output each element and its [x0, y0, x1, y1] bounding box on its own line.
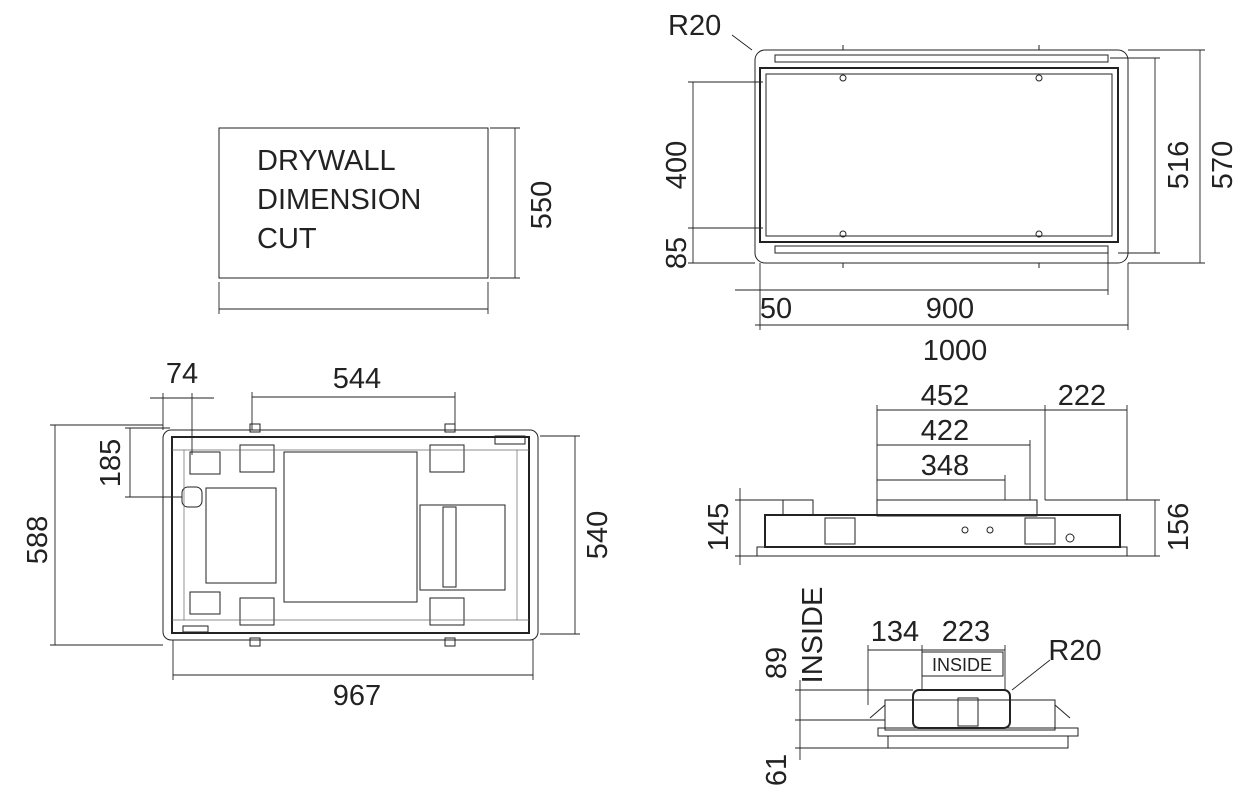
- side-dim-d-label: 348: [921, 450, 969, 482]
- drywall-width-dimension: [218, 282, 489, 314]
- front-inner-width-label: 900: [926, 293, 974, 325]
- section-depth-inside-label: 89: [761, 647, 793, 679]
- drywall-label-line2: DIMENSION: [257, 184, 421, 216]
- front-view: R20 400 85 516 570 50 900 1000: [661, 10, 1239, 367]
- plan-motor-plate: [283, 451, 418, 603]
- section-radius-label: R20: [1048, 635, 1101, 667]
- plan-offset-x-label: 74: [166, 358, 198, 390]
- front-outer-frame: [754, 49, 1129, 264]
- section-view: INSIDE 89 134 223 INSIDE R20 61: [761, 587, 1102, 786]
- drywall-cut-outline: [218, 127, 489, 279]
- side-view: 452 222 422 348 145 156: [703, 380, 1195, 565]
- drywall-label-line1: DRYWALL: [257, 145, 396, 177]
- section-inside-label: INSIDE: [932, 655, 992, 675]
- plan-total-width-label: 967: [333, 680, 381, 712]
- drywall-cut-view: DRYWALL DIMENSION CUT 550: [218, 127, 558, 314]
- side-height-left-label: 145: [703, 503, 735, 551]
- radius-leader: [731, 34, 753, 51]
- side-dim-c-label: 422: [921, 415, 969, 447]
- drywall-height-dimension: 550: [490, 127, 558, 279]
- plan-bracket-spacing-label: 544: [333, 363, 381, 395]
- plan-offset-y-label: 185: [95, 439, 127, 487]
- front-total-width-label: 1000: [923, 335, 988, 367]
- front-radius-label: R20: [668, 10, 721, 42]
- plan-dimensions: [50, 392, 580, 680]
- front-inner-height-label: 400: [661, 141, 693, 189]
- plan-inner-depth-label: 540: [582, 511, 614, 559]
- side-dim-a-label: 452: [921, 380, 969, 412]
- plan-outer-frame: [162, 429, 539, 641]
- section-width-a-label: 134: [871, 616, 919, 648]
- section-width-b-label: 223: [942, 616, 990, 648]
- front-frame-height-label: 516: [1163, 141, 1195, 189]
- side-dim-b-label: 222: [1058, 380, 1106, 412]
- plan-total-depth-label: 588: [22, 516, 54, 564]
- front-bottom-offset-label: 85: [661, 237, 693, 269]
- drywall-label-line3: CUT: [257, 223, 317, 255]
- front-total-height-label: 570: [1207, 141, 1239, 189]
- inside-label-box: [921, 651, 1004, 677]
- drywall-height-label: 550: [526, 181, 558, 229]
- section-inside-vertical-label: INSIDE: [797, 587, 829, 684]
- section-radius-leader: [1011, 659, 1051, 691]
- front-side-offset-label: 50: [760, 293, 792, 325]
- section-frame-depth-label: 61: [761, 754, 793, 786]
- side-height-right-label: 156: [1163, 503, 1195, 551]
- plan-view: 74 544 185 588 540 967: [22, 358, 614, 712]
